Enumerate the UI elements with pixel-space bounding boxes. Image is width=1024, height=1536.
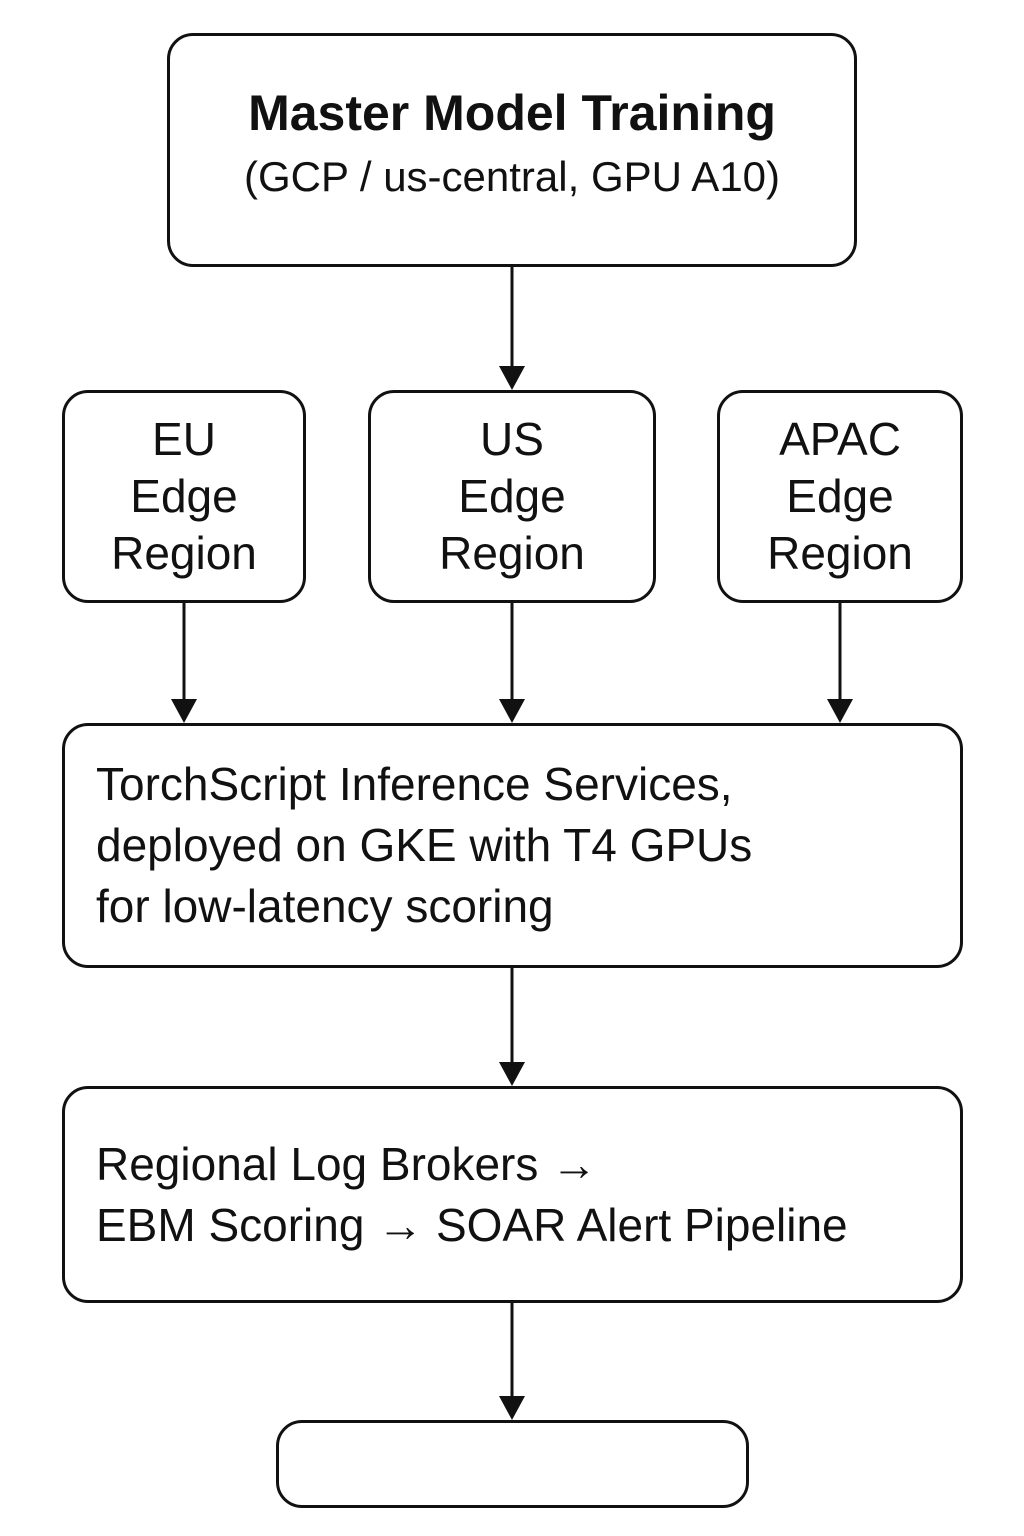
empty-final-node: [276, 1420, 749, 1508]
arrowhead-inference-to-pipeline: [499, 1062, 525, 1086]
eu-edge-region-node: EU Edge Region: [62, 390, 306, 603]
arrowhead-us-to-inference: [499, 699, 525, 723]
master-model-training-node: Master Model Training (GCP / us-central,…: [167, 33, 857, 267]
arrowhead-apac-to-inference: [827, 699, 853, 723]
eu-region-line-3: Region: [111, 527, 257, 579]
alert-pipeline-node: Regional Log Brokers → EBM Scoring → SOA…: [62, 1086, 963, 1303]
pipeline-line-2: EBM Scoring → SOAR Alert Pipeline: [96, 1198, 848, 1251]
inference-line-2: deployed on GKE with T4 GPUs: [96, 819, 753, 871]
apac-region-line-1: APAC: [779, 413, 901, 465]
us-region-line-1: US: [480, 413, 544, 465]
us-edge-region-node: US Edge Region: [368, 390, 656, 603]
us-region-line-3: Region: [439, 527, 585, 579]
eu-region-line-1: EU: [152, 413, 216, 465]
arrowhead-eu-to-inference: [171, 699, 197, 723]
master-node-subtitle: (GCP / us-central, GPU A10): [243, 153, 781, 200]
inference-services-node: TorchScript Inference Services, deployed…: [62, 723, 963, 968]
inference-line-1: TorchScript Inference Services,: [96, 758, 733, 810]
inference-line-3: for low-latency scoring: [96, 880, 554, 932]
apac-edge-region-node: APAC Edge Region: [717, 390, 963, 603]
eu-region-line-2: Edge: [130, 470, 238, 522]
arrowhead-master-to-us: [499, 366, 525, 390]
master-node-title: Master Model Training: [248, 85, 776, 141]
pipeline-line-1: Regional Log Brokers →: [96, 1137, 598, 1190]
us-region-line-2: Edge: [458, 470, 566, 522]
arrowhead-pipeline-to-final: [499, 1396, 525, 1420]
apac-region-line-2: Edge: [786, 470, 894, 522]
apac-region-line-3: Region: [767, 527, 913, 579]
